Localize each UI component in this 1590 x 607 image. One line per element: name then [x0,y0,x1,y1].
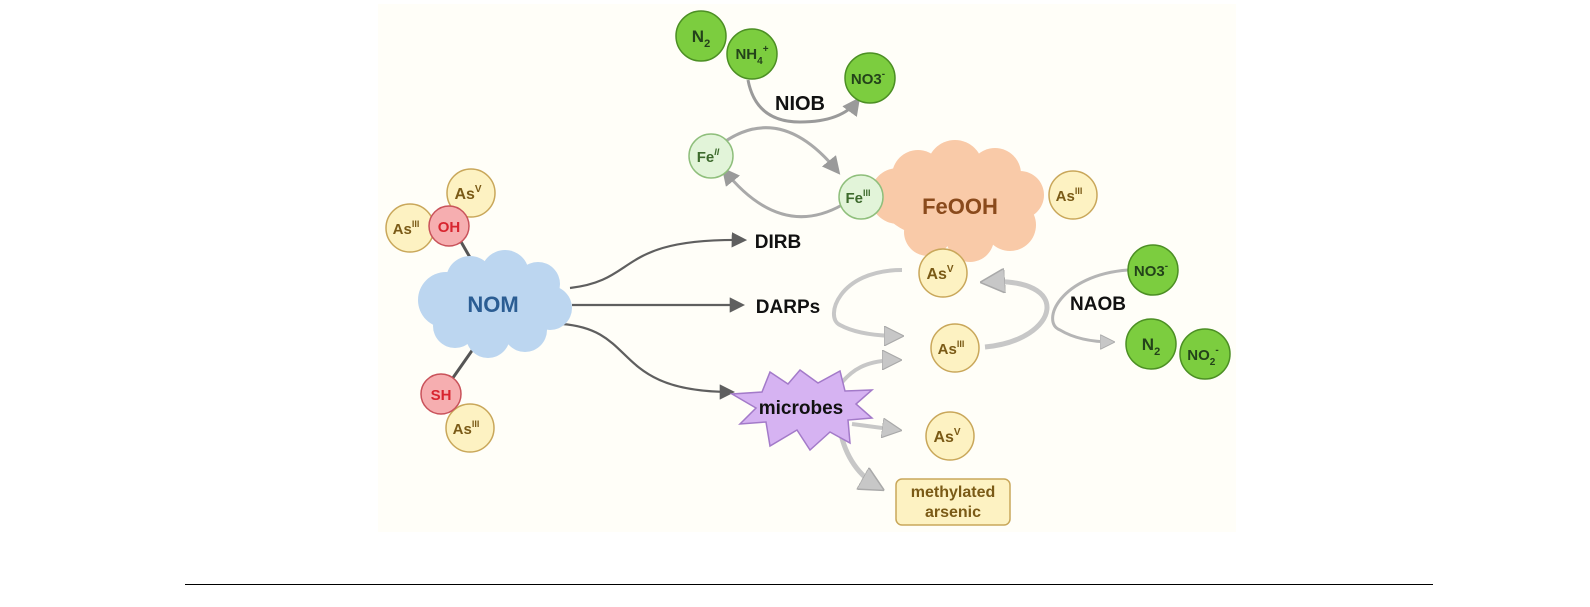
as3-feooh-node: AsIII [1048,170,1098,220]
naob-label: NAOB [1070,294,1126,315]
as3-mid-node: AsIII [930,323,980,373]
methylated-label-line2: arsenic [925,504,981,521]
naob-oxidation-arrow [985,282,1050,350]
as5-mid-node: AsV [918,248,968,298]
microbes-to-as5-arrow [851,424,898,430]
oh-node: OH [428,205,470,247]
horizontal-rule [185,584,1433,585]
svg-text:N2: N2 [692,27,710,50]
svg-text:AsIII: AsIII [393,219,420,238]
svg-text:AsV: AsV [454,184,481,203]
nom-cloud: NOM [418,250,572,358]
no3-right-node: NO3- [1127,244,1179,296]
svg-text:NO3-: NO3- [851,69,885,88]
fe2-node: FeII [688,133,734,179]
as3-sh-node: AsIII [445,403,495,453]
svg-text:NO3-: NO3- [1134,261,1168,280]
feooh-label: FeOOH [922,194,998,219]
svg-text:NO2-: NO2- [1187,345,1218,368]
as5-nom-node: AsV [446,168,496,218]
svg-text:FeIII: FeIII [845,188,870,207]
darps-label: DARPs [756,297,820,318]
nom-to-dirb-arrow [569,232,748,290]
naob-nitrogen-arrow [1051,268,1129,342]
svg-text:AsV: AsV [933,427,960,446]
feooh-cloud: FeOOH [870,140,1044,262]
methylated-label-line1: methylated [911,484,995,501]
microbes-starburst: microbes [729,368,875,452]
n2-right-node: N2 [1125,318,1177,370]
svg-text:AsIII: AsIII [938,339,965,358]
no3-top-node: NO3- [844,52,896,104]
nh4-node: NH4+ [726,28,778,80]
svg-text:AsV: AsV [926,264,953,283]
nom-to-microbes-arrow [561,322,736,400]
sh-node: SH [420,373,462,415]
fe3-node: FeIII [838,174,884,220]
fe-oxidation-arrow [719,126,841,175]
microbes-label: microbes [759,398,843,419]
svg-text:AsIII: AsIII [453,419,480,438]
svg-text:AsIII: AsIII [1056,186,1083,205]
as3-nom-node: AsIII [385,203,435,253]
methylated-arsenic-box: methylated arsenic [895,478,1011,526]
niob-label: NIOB [775,93,825,115]
n2-top-node: N2 [675,10,727,62]
svg-text:FeII: FeII [697,147,720,166]
niob-flow-arrow [746,79,861,124]
as5-low-node: AsV [925,411,975,461]
darps-reduction-arrow [831,268,902,336]
no2-node: NO2- [1179,328,1231,380]
dirb-label: DIRB [755,232,801,253]
svg-text:SH: SH [431,387,452,404]
svg-text:N2: N2 [1142,335,1160,358]
svg-text:NH4+: NH4+ [735,44,768,67]
nom-label: NOM [467,292,518,317]
svg-text:OH: OH [438,219,461,236]
fe-reduction-arrow [721,167,843,219]
